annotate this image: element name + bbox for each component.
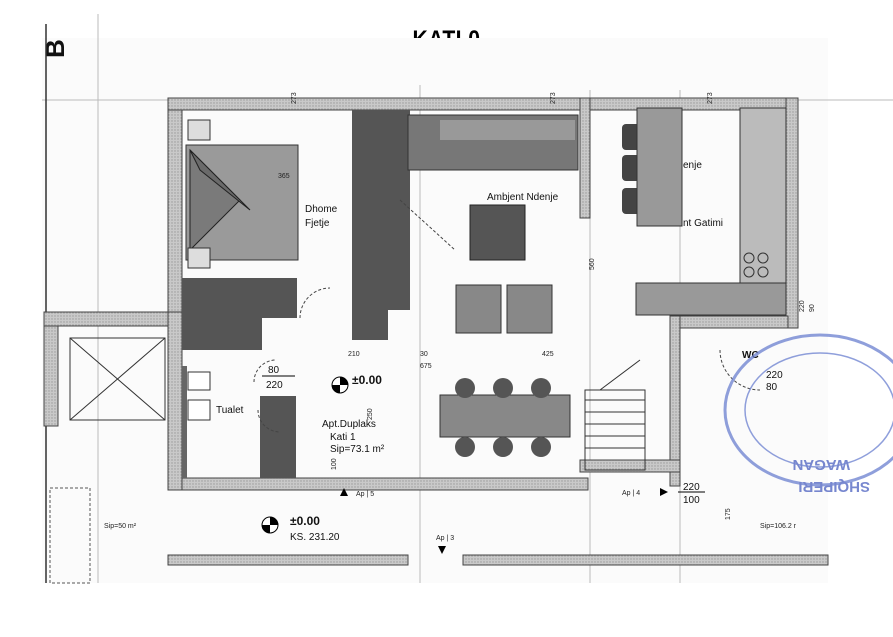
dim-560: 560 (589, 258, 596, 270)
ap-tag-5: Ap | 5 (356, 491, 374, 498)
room-label-wc: WC (742, 350, 759, 361)
kitchen-counter-bottom (635, 282, 787, 316)
wc-dim-top: 220 (766, 370, 783, 381)
room-label-kitchen: nt Gatimi (683, 218, 723, 229)
coffee-table (469, 204, 526, 261)
dim-210: 210 (348, 351, 360, 358)
dim-250: 250 (367, 408, 374, 420)
dim-v90: 90 (809, 304, 816, 312)
official-stamp: WAGAN SHQIPERI (723, 333, 893, 495)
room-label-toilet: Tualet (216, 405, 244, 416)
kitchen-counter (739, 107, 787, 289)
adjacent-units (167, 554, 829, 566)
room-label-living: Ambjent Ndenje (487, 192, 559, 203)
level-inner: ±0.00 (352, 373, 382, 387)
door-dim-1-bottom: 220 (266, 380, 283, 391)
room-label-bedroom-1: Dhome (305, 204, 338, 215)
dim-top-3: 273 (707, 92, 714, 104)
interior-walls (182, 110, 410, 478)
area-right: Sip=106.2 r (760, 523, 797, 530)
apartment-area: Sip=73.1 m² (330, 444, 385, 455)
wc-dim-bottom: 80 (766, 382, 778, 393)
door-dim-2-bottom: 100 (683, 495, 700, 506)
sofa (407, 114, 579, 171)
dim-675: 675 (420, 363, 432, 370)
armchair-right (506, 284, 553, 334)
stove (743, 252, 769, 278)
level-marker-inner (331, 376, 349, 394)
dining-table (439, 378, 571, 457)
door-dim-1-top: 80 (268, 365, 280, 376)
dim-v220: 220 (799, 300, 806, 312)
ap-tag-4: Ap | 4 (622, 490, 640, 497)
room-label-bedroom-2: Fjetje (305, 218, 330, 229)
corner-mark: B (40, 39, 70, 58)
dotted-box (49, 487, 91, 584)
dim-top-1: 273 (291, 92, 298, 104)
level-marker-outer (261, 516, 279, 534)
level-outer: ±0.00 (290, 514, 320, 528)
stairs (584, 359, 646, 471)
kitchen-island (636, 107, 683, 227)
apartment-name: Apt.Duplaks (322, 419, 376, 430)
level-ks: KS. 231.20 (290, 532, 340, 543)
dim-top-2: 273 (550, 92, 557, 104)
dim-425: 425 (542, 351, 554, 358)
apartment-floor: Kati 1 (330, 432, 356, 443)
dim-175: 175 (725, 508, 732, 520)
dim-100: 100 (331, 458, 338, 470)
stamp-text-1: WAGAN (793, 456, 851, 473)
stamp-text-2: SHQIPERI (798, 478, 870, 495)
armchair-left (455, 284, 502, 334)
shaft (69, 337, 166, 421)
dim-365: 365 (278, 173, 290, 180)
ap-tag-3: Ap | 3 (436, 535, 454, 542)
door-dim-2-top: 220 (683, 482, 700, 493)
sink-fixture (187, 399, 211, 421)
room-label-dining: enje (683, 160, 702, 171)
bed (185, 119, 299, 269)
door-swings (253, 199, 761, 433)
area-left: Sip=50 m² (104, 523, 137, 530)
toilet-fixture (187, 371, 211, 391)
dim-30: 30 (420, 351, 428, 358)
